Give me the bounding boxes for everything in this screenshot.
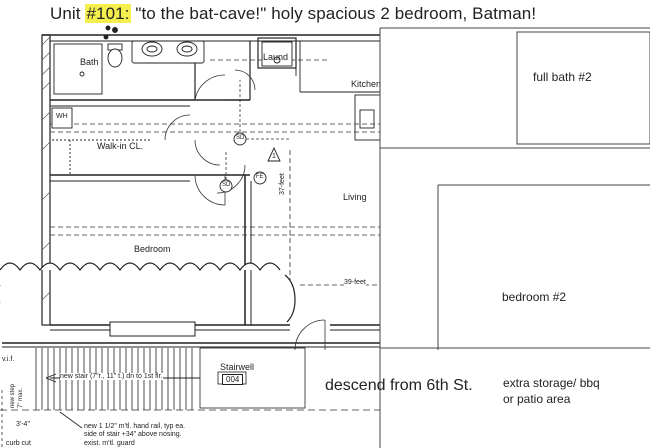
unit-number-highlight: #101: (85, 4, 131, 23)
laundry-fixtures (261, 41, 297, 76)
room-label-laund: Laund (263, 52, 289, 62)
note-dim-3-4: 3'-4" (16, 421, 30, 428)
note-handrail-2: side of stair +34" above nosing. (84, 431, 182, 438)
dimension-horizontal: 39-feet (344, 279, 366, 286)
kitchen-counter (299, 41, 381, 141)
tree-outline (0, 262, 296, 323)
annotation-full-bath-2: full bath #2 (533, 70, 592, 84)
tag-sd-1: SD (236, 135, 245, 141)
annotation-storage-line-1: extra storage/ bbq (503, 376, 600, 390)
fire-extinguisher-icon (253, 171, 267, 185)
room-label-bath: Bath (80, 57, 99, 67)
tag-fe: FE (256, 174, 264, 180)
bath-fixtures (53, 40, 205, 95)
room-label-kitchen: Kitchen (351, 79, 382, 89)
triangle-tag-icon (267, 146, 281, 162)
note-new-step: new step (10, 383, 16, 408)
room-label-walk-in: Walk-in CL. (97, 141, 144, 151)
note-new-stair: new stair (7"r., 11" t.) dn to 1st flr. (60, 373, 163, 380)
note-vif: v.i.f. (2, 356, 15, 363)
stairs (35, 347, 306, 429)
annotation-storage-line-2: or patio area (503, 392, 571, 406)
note-max-7: 7" max. (18, 387, 24, 408)
wall-hatch (41, 36, 51, 301)
door-swings (164, 69, 326, 351)
closet-walls (51, 107, 150, 175)
tag-sd-2: SD (222, 182, 231, 188)
sketch-outline (379, 27, 650, 448)
room-label-wh: WH (56, 113, 68, 120)
tag-triangle: 1 (272, 153, 276, 160)
dashed-lines (0, 59, 380, 448)
note-exist-guard: exist. m'tl. guard (84, 440, 135, 447)
room-label-stairwell: Stairwell (220, 362, 255, 372)
note-handrail-1: new 1 1/2" m'tl. hand rail, typ ea. (84, 423, 186, 430)
title-prefix: Unit (50, 4, 81, 23)
dimension-vertical: 37-feet (279, 173, 286, 195)
page-title: Unit #101: "to the bat-cave!" holy spaci… (50, 4, 536, 24)
symbols (103, 25, 281, 193)
title-rest: "to the bat-cave!" holy spacious 2 bedro… (135, 4, 537, 23)
note-curb-cut: curb cut (6, 440, 31, 447)
annotation-descend: descend from 6th St. (325, 377, 473, 394)
room-label-bedroom: Bedroom (134, 244, 171, 254)
room-label-living: Living (343, 192, 367, 202)
annotation-bedroom-2: bedroom #2 (502, 290, 567, 304)
electrical-leaders (225, 80, 290, 180)
room-number-badge: 004 (222, 374, 244, 385)
